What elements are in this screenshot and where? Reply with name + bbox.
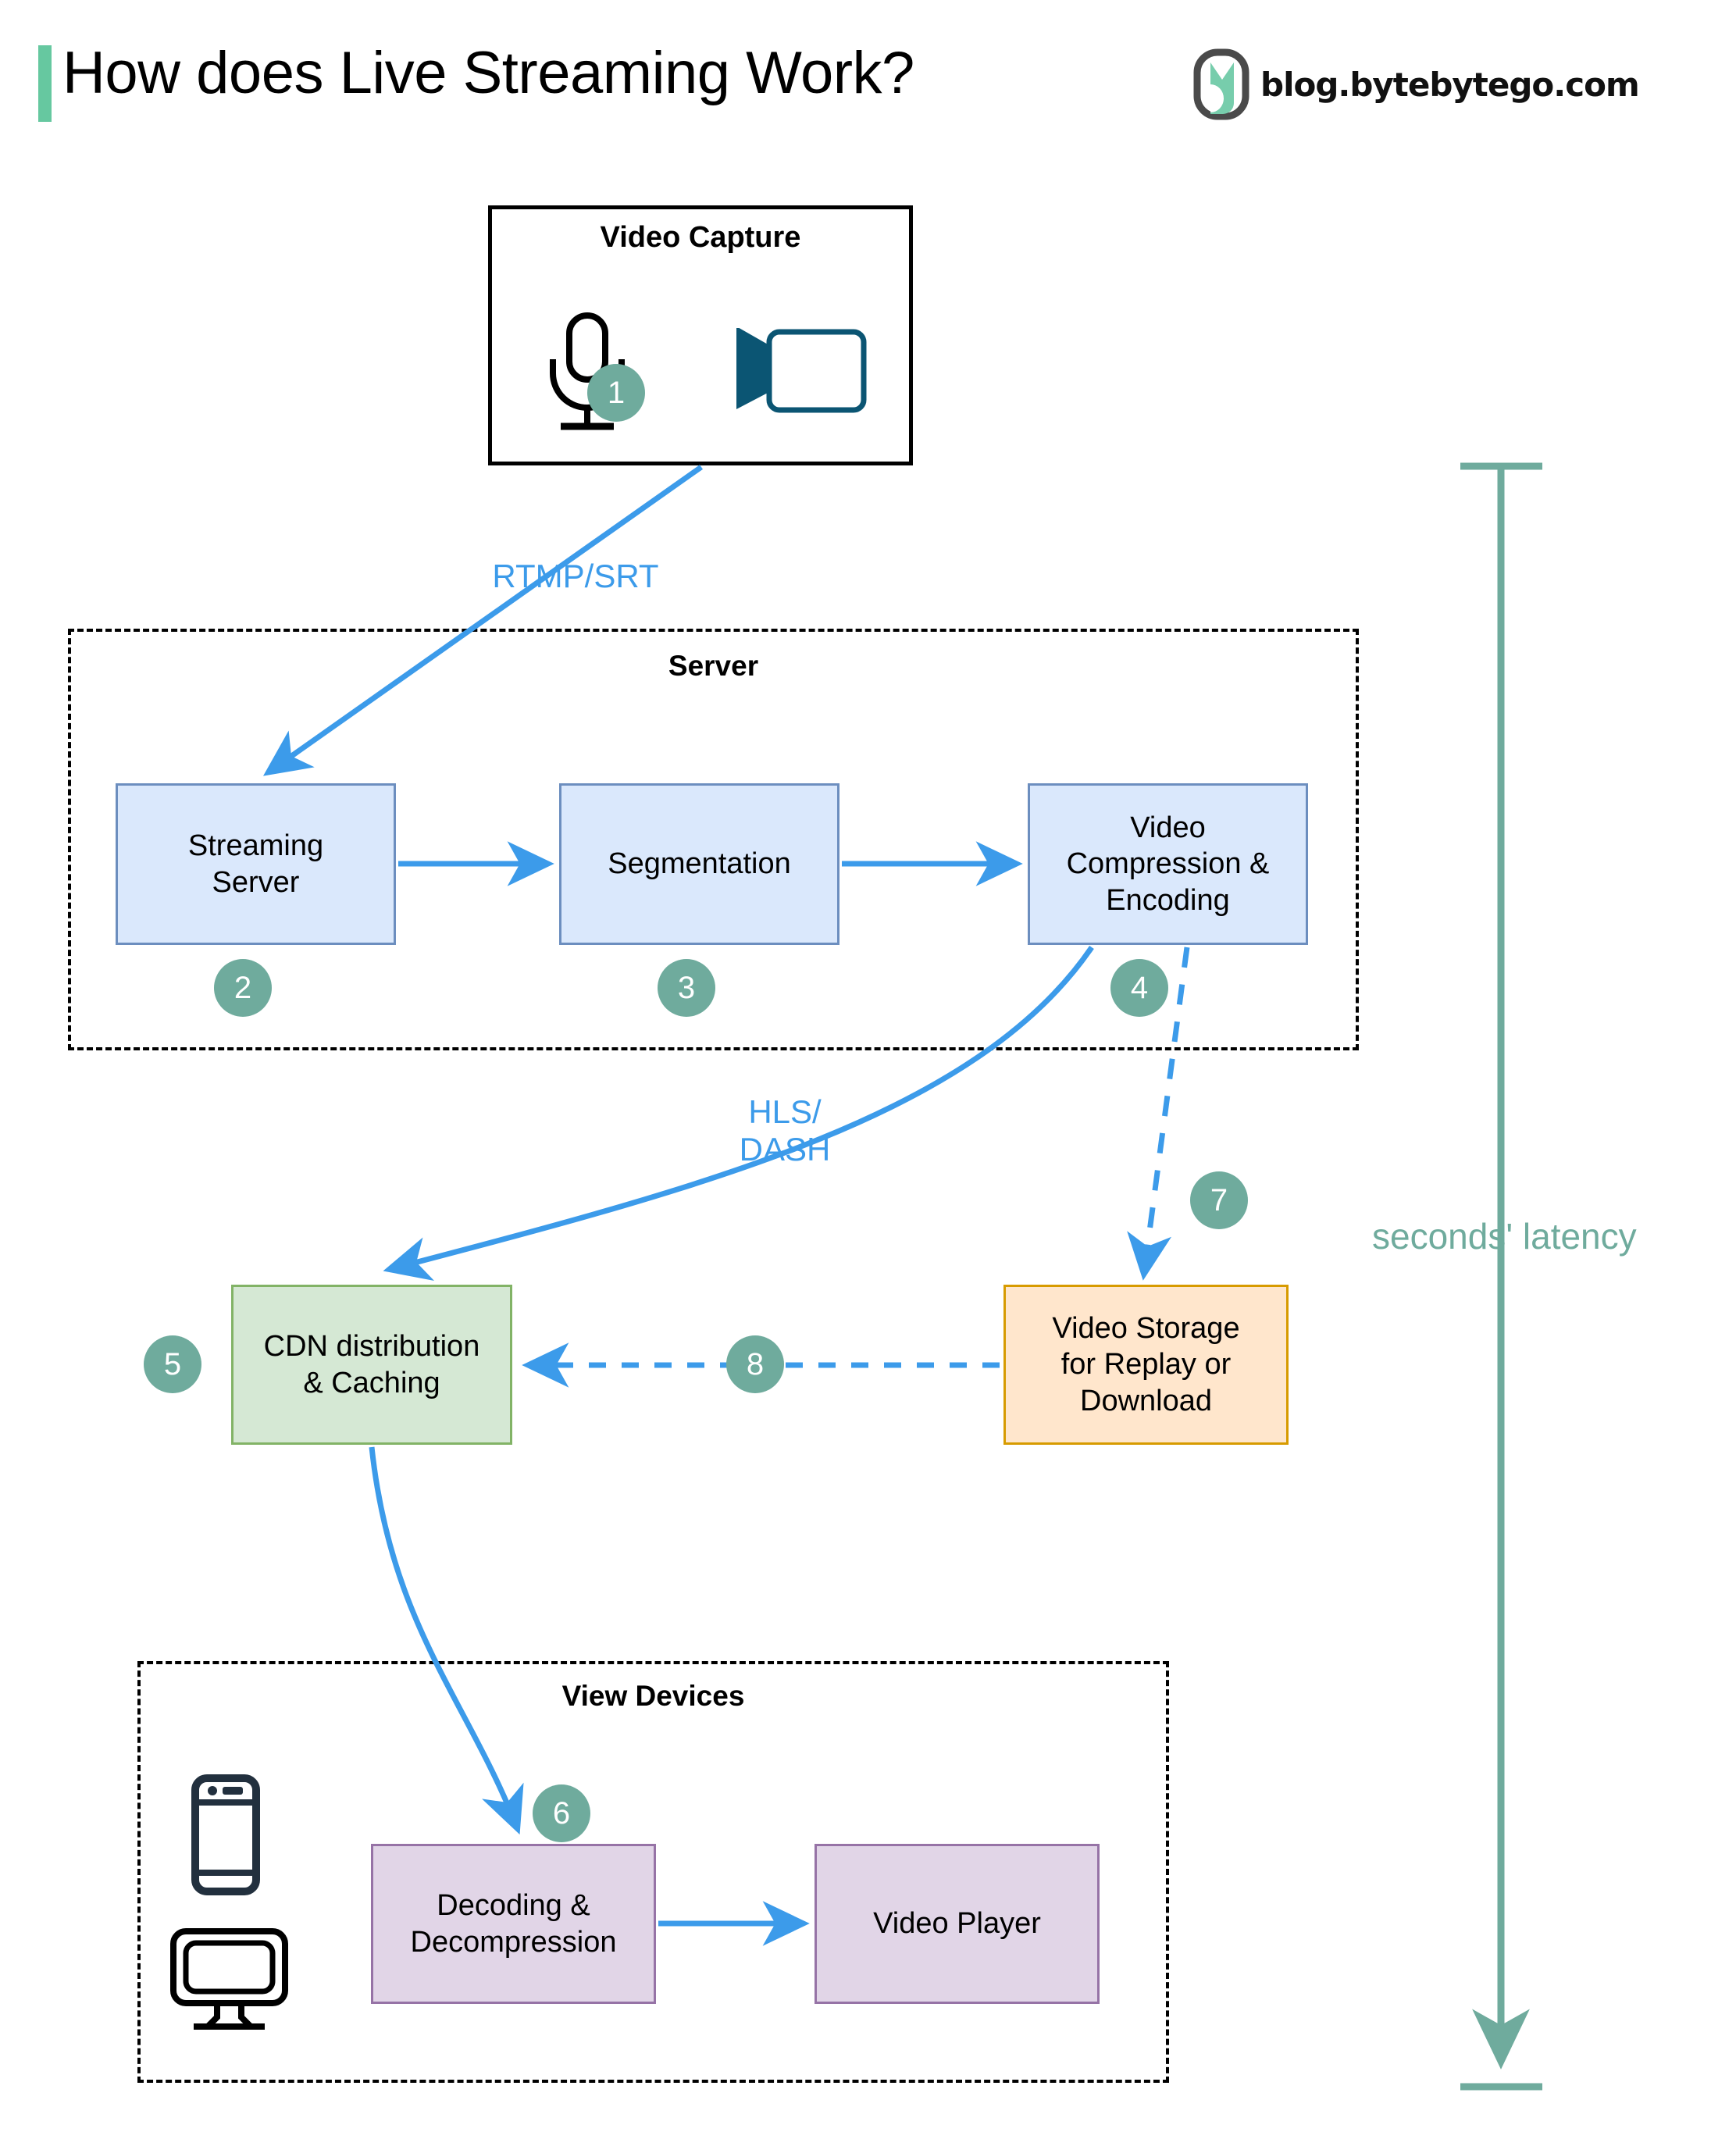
step-badge-5: 5 bbox=[144, 1335, 201, 1393]
latency-label: seconds' latency bbox=[1372, 1216, 1637, 1257]
step-badge-8: 8 bbox=[726, 1335, 784, 1393]
node-video-player[interactable]: Video Player bbox=[815, 1844, 1100, 2004]
node-streaming-server[interactable]: Streaming Server bbox=[116, 783, 396, 945]
smartphone-icon bbox=[191, 1774, 260, 1895]
desktop-monitor-icon bbox=[170, 1928, 288, 2030]
brand-watermark: blog.bytebytego.com bbox=[1193, 48, 1640, 120]
page-title: How does Live Streaming Work? bbox=[62, 40, 914, 106]
node-cdn-distribution-caching[interactable]: CDN distribution & Caching bbox=[231, 1285, 512, 1445]
bytebytego-logo-icon bbox=[1193, 48, 1249, 120]
node-decoding-decompression[interactable]: Decoding & Decompression bbox=[371, 1844, 656, 2004]
step-badge-2: 2 bbox=[214, 959, 272, 1017]
title-accent-bar bbox=[38, 45, 52, 122]
server-group-title: Server bbox=[668, 650, 759, 682]
edge-label-rtmp-srt: RTMP/SRT bbox=[492, 558, 659, 594]
view-devices-group-title: View Devices bbox=[561, 1680, 745, 1712]
node-video-storage[interactable]: Video Storage for Replay or Download bbox=[1003, 1285, 1289, 1445]
node-video-compression-label: Video Compression & Encoding bbox=[1066, 811, 1270, 917]
video-camera-icon bbox=[736, 328, 867, 413]
step-badge-1: 1 bbox=[587, 364, 645, 422]
node-decoding-label: Decoding & Decompression bbox=[410, 1889, 617, 1959]
step-badge-3: 3 bbox=[658, 959, 715, 1017]
step-badge-6: 6 bbox=[533, 1784, 590, 1842]
step-badge-7: 7 bbox=[1190, 1171, 1248, 1229]
node-streaming-server-label: Streaming Server bbox=[187, 829, 324, 899]
node-video-player-label: Video Player bbox=[873, 1907, 1041, 1941]
node-segmentation-label: Segmentation bbox=[608, 847, 791, 881]
edge-label-hls-dash: HLS/ DASH bbox=[739, 1093, 831, 1168]
brand-text: blog.bytebytego.com bbox=[1260, 65, 1640, 104]
step-badge-4: 4 bbox=[1110, 959, 1168, 1017]
node-video-storage-label: Video Storage for Replay or Download bbox=[1052, 1311, 1240, 1417]
node-cdn-label: CDN distribution & Caching bbox=[263, 1330, 480, 1399]
latency-bracket bbox=[1460, 462, 1542, 2091]
video-capture-title: Video Capture bbox=[600, 221, 801, 254]
node-video-compression-encoding[interactable]: Video Compression & Encoding bbox=[1028, 783, 1308, 945]
view-devices-group-container bbox=[137, 1661, 1169, 2083]
node-segmentation[interactable]: Segmentation bbox=[559, 783, 839, 945]
